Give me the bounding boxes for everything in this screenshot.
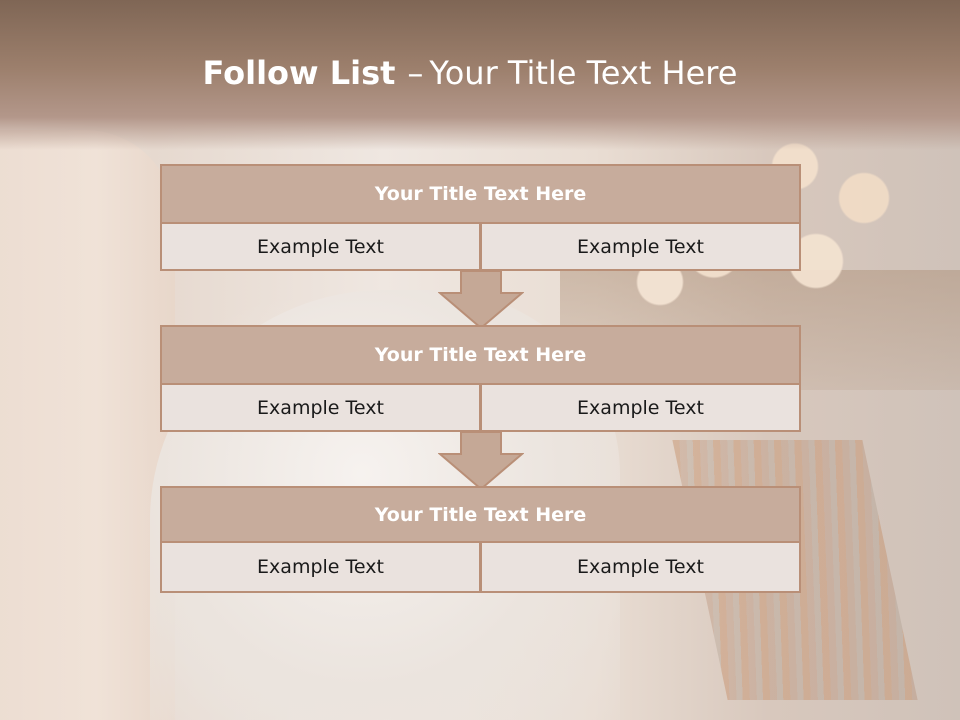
header-band <box>0 0 960 150</box>
step-right-text: Example Text <box>480 383 801 432</box>
step-block: Your Title Text Here Example Text Exampl… <box>160 164 801 271</box>
step-left-text: Example Text <box>160 222 481 271</box>
step-title: Your Title Text Here <box>160 164 801 224</box>
step-left-text: Example Text <box>160 541 481 593</box>
slide-title-rest: Your Title Text Here <box>429 54 738 92</box>
step-right-text: Example Text <box>480 222 801 271</box>
step-title: Your Title Text Here <box>160 325 801 385</box>
step-block: Your Title Text Here Example Text Exampl… <box>160 325 801 432</box>
step-title: Your Title Text Here <box>160 486 801 543</box>
step-block: Your Title Text Here Example Text Exampl… <box>160 486 801 593</box>
step-left-text: Example Text <box>160 383 481 432</box>
slide-title-dash: – <box>407 54 424 92</box>
slide-title-bold: Follow List <box>202 54 396 92</box>
background-arm <box>0 130 175 720</box>
step-right-text: Example Text <box>480 541 801 593</box>
slide-title: Follow List–Your Title Text Here <box>0 54 950 92</box>
down-arrow-icon <box>438 271 524 329</box>
down-arrow-icon <box>438 432 524 490</box>
